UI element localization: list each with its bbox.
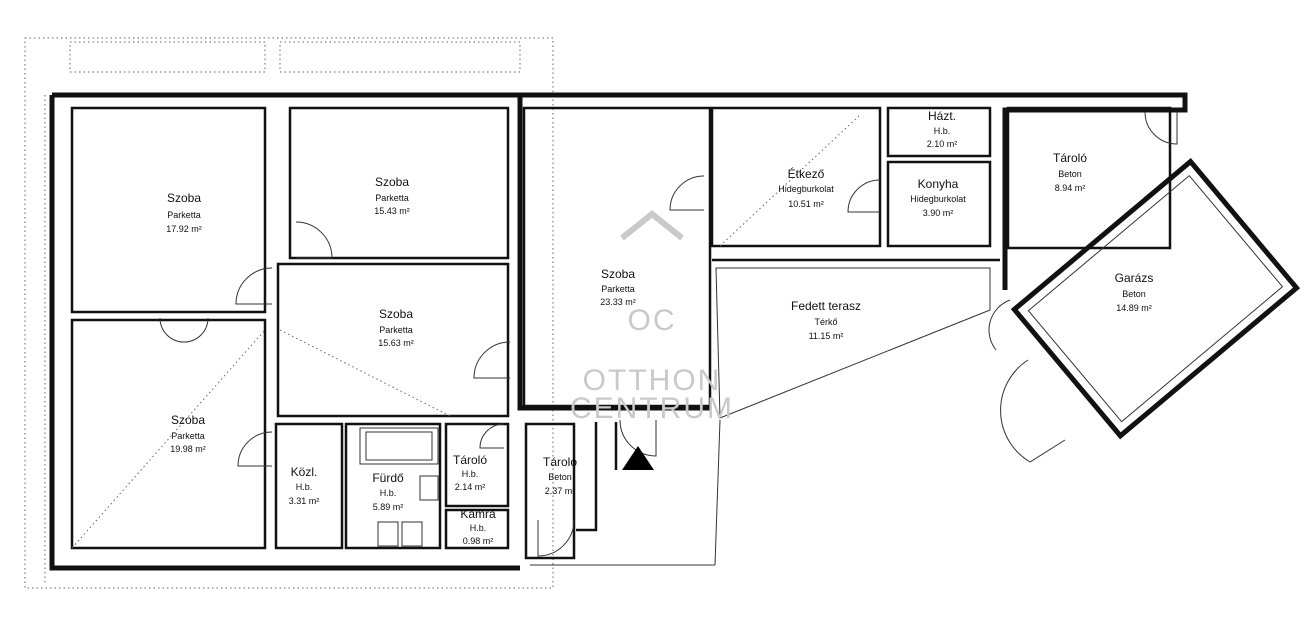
room-area: 3.31 m² [289, 496, 320, 506]
room-area: 23.33 m² [600, 297, 636, 307]
room-name: Étkező [788, 166, 825, 181]
room-konyha: Konyha Hidegburkolat 3.90 m² [910, 177, 966, 218]
room-name: Szoba [167, 191, 201, 205]
room-material: Hidegburkolat [778, 184, 834, 194]
room-labels: Szoba Parketta 17.92 m² Szoba Parketta 1… [166, 109, 1153, 546]
room-area: 2.37 m² [545, 486, 576, 496]
room-tarolo-2: Tároló Beton 2.37 m² [543, 455, 577, 496]
otthon-centrum-watermark: OC OTTHON CENTRUM [570, 210, 734, 425]
room-etkezo: Étkező Hidegburkolat 10.51 m² [778, 166, 834, 209]
room-name: Házt. [928, 109, 956, 123]
room-area: 15.63 m² [378, 338, 414, 348]
room-material: H.b. [380, 488, 397, 498]
room-szoba-2: Szoba Parketta 15.43 m² [374, 175, 410, 216]
room-name: Fürdő [372, 471, 404, 485]
room-name: Fedett terasz [791, 299, 861, 313]
room-material: Beton [1058, 169, 1082, 179]
room-area: 2.10 m² [927, 139, 958, 149]
room-name: Szoba [171, 413, 205, 427]
watermark-logo: OC [628, 304, 677, 337]
room-material: H.b. [934, 126, 951, 136]
room-material: Parketta [375, 193, 409, 203]
room-tarolo-1: Tároló H.b. 2.14 m² [453, 453, 487, 492]
room-name: Szoba [601, 267, 635, 281]
room-fedett-terasz: Fedett terasz Térkő 11.15 m² [791, 299, 861, 341]
room-area: 17.92 m² [166, 224, 202, 234]
room-area: 15.43 m² [374, 206, 410, 216]
watermark-line1: OTTHON [583, 364, 722, 397]
room-area: 11.15 m² [809, 331, 844, 341]
room-szoba-1: Szoba Parketta 17.92 m² [166, 191, 202, 234]
room-material: Térkő [814, 317, 837, 327]
room-name: Szoba [375, 175, 409, 189]
room-furdo: Fürdő H.b. 5.89 m² [372, 471, 404, 512]
room-material: Beton [548, 472, 572, 482]
room-name: Garázs [1115, 271, 1154, 285]
room-material: Parketta [379, 325, 413, 335]
room-material: H.b. [296, 482, 313, 492]
room-area: 14.89 m² [1116, 303, 1152, 313]
interior-walls [70, 106, 1301, 566]
room-area: 2.14 m² [455, 482, 486, 492]
room-material: Parketta [167, 210, 201, 220]
room-name: Közl. [291, 465, 318, 479]
room-material: H.b. [462, 469, 479, 479]
room-szoba-4: Szoba Parketta 19.98 m² [170, 413, 206, 454]
watermark-line2: CENTRUM [570, 392, 734, 425]
room-kozl: Közl. H.b. 3.31 m² [289, 465, 320, 506]
room-tarolo-3: Tároló Beton 8.94 m² [1053, 151, 1087, 193]
room-material: Parketta [171, 431, 205, 441]
outer-walls [49, 92, 1188, 571]
site-outline [24, 37, 554, 589]
room-name: Tároló [453, 453, 487, 467]
room-material: H.b. [470, 523, 487, 533]
room-area: 8.94 m² [1055, 183, 1086, 193]
room-hazt: Házt. H.b. 2.10 m² [927, 109, 958, 149]
room-name: Tároló [543, 455, 577, 469]
room-area: 5.89 m² [373, 502, 404, 512]
room-name: Szoba [379, 307, 413, 321]
room-garazs: Garázs Beton 14.89 m² [1115, 271, 1154, 313]
room-name: Tároló [1053, 151, 1087, 165]
door-swings [159, 111, 1178, 557]
room-area: 0.98 m² [463, 536, 494, 546]
room-szoba-5: Szoba Parketta 23.33 m² [600, 267, 636, 307]
room-szoba-3: Szoba Parketta 15.63 m² [378, 307, 414, 348]
room-kamra: Kamra H.b. 0.98 m² [460, 507, 496, 546]
room-area: 10.51 m² [788, 199, 824, 209]
room-name: Konyha [918, 177, 959, 191]
room-area: 19.98 m² [170, 444, 206, 454]
entrance-triangle-icon [622, 446, 654, 470]
room-material: Parketta [601, 284, 635, 294]
room-name: Kamra [460, 507, 496, 521]
room-area: 3.90 m² [923, 208, 954, 218]
room-material: Hidegburkolat [910, 194, 966, 204]
diagonal-markers [71, 114, 861, 549]
room-material: Beton [1122, 289, 1146, 299]
